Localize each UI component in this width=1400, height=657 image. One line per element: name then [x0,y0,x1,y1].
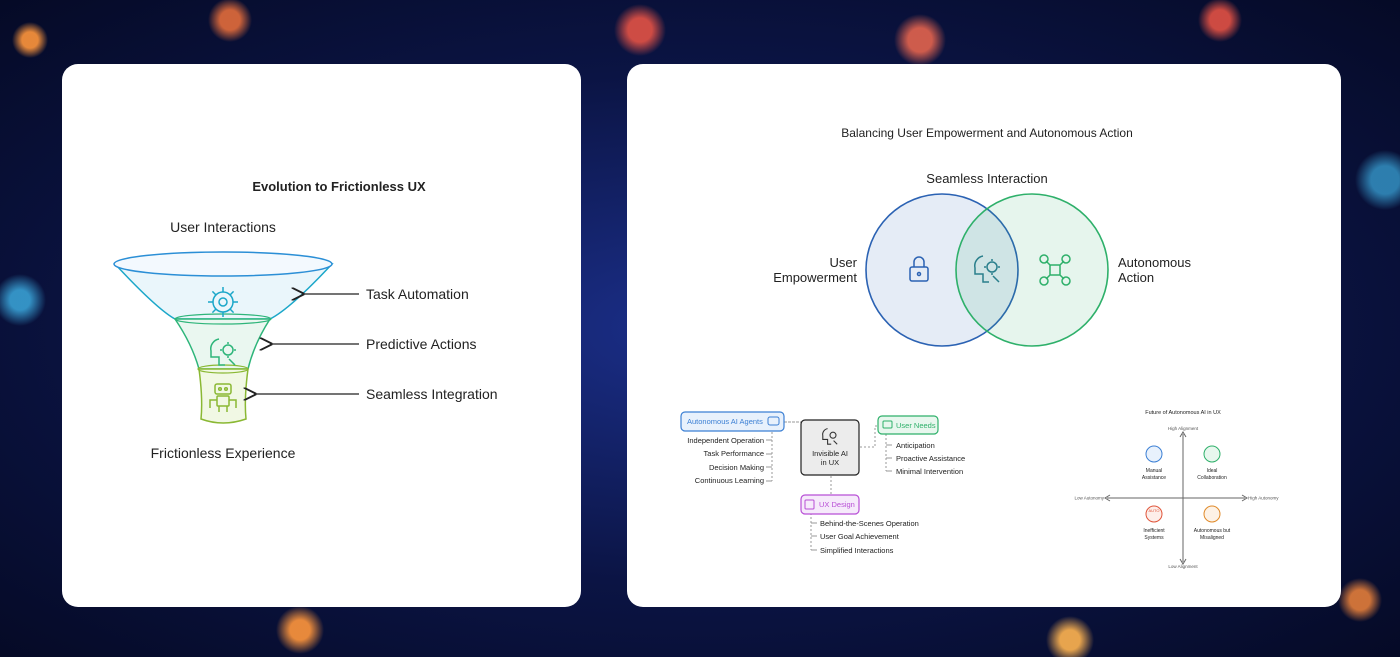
stage-label-predictive-actions: Predictive Actions [366,336,477,352]
auto-badge-text: AUTO [1148,508,1159,513]
venn-circle-right [955,193,1109,347]
funnel-rim [113,251,333,277]
mindmap-center-label-1: Invisible AI [812,449,848,458]
auto-badge-icon [1145,505,1163,523]
branch-title-user-needs: User Needs [896,421,936,430]
venn-title: Balancing User Empowerment and Autonomou… [841,126,1133,140]
venn-right-label-2: Action [1118,270,1154,285]
mindmap-center-node [800,419,860,476]
cell-label: Collaboration [1197,475,1227,481]
cell-label: Assistance [1142,475,1166,481]
tag-icon [882,420,893,429]
mindmap: Invisible AI in UX Autonomous AI Agents … [680,411,965,555]
branch-title-autonomous-ai-agents: Autonomous AI Agents [687,417,763,426]
venn-right-label-1: Autonomous [1118,255,1191,270]
drone-icon [1039,254,1071,286]
agent-item: Decision Making [709,463,764,472]
axis-bottom-label: Low Alignment [1168,564,1198,569]
quadrant-chart: Future of Autonomous AI in UX High Align… [1074,410,1279,569]
funnel-bottom-label: Frictionless Experience [151,445,296,461]
gear-icon [208,287,238,317]
design-item: User Goal Achievement [820,532,900,541]
venn-left-label-2: Empowerment [773,270,857,285]
axis-right-label: High Autonomy [1248,496,1279,501]
branch-autonomous-ai-agents [680,411,785,432]
funnel-top-label: User Interactions [170,219,276,235]
cell-label: Systems [1144,535,1164,541]
cell-label: Misaligned [1200,535,1224,541]
design-item: Behind-the-Scenes Operation [820,519,919,528]
venn-left-label-1: User [830,255,858,270]
user-gear-icon [822,428,838,445]
mindmap-center-label-2: in UX [821,458,839,467]
person-icon [1145,445,1163,463]
quadrant-title: Future of Autonomous AI in UX [1145,410,1221,416]
robot-icon [209,383,237,412]
cell-label: Autonomous but [1194,528,1231,534]
user-gear-icon [210,338,236,366]
funnel-card: Evolution to Frictionless UX User Intera… [62,64,581,607]
drone-icon [1203,505,1221,523]
agent-item: Independent Operation [687,436,764,445]
stage-label-seamless-integration: Seamless Integration [366,386,498,402]
design-icon [804,499,815,510]
cell-label: Ideal [1207,468,1218,474]
funnel-stage-2 [173,318,272,370]
user-gear-icon [974,255,1000,283]
venn-circle-left [865,193,1019,347]
axis-left-label: Low Autonomy [1074,496,1104,501]
cell-label: Inefficient [1143,528,1165,534]
branch-user-needs [877,415,939,435]
needs-item: Proactive Assistance [896,454,965,463]
cell-label: Manual [1146,468,1162,474]
chat-icon [767,416,780,426]
stage-label-task-automation: Task Automation [366,286,469,302]
needs-item: Anticipation [896,441,935,450]
axis-top-label: High Alignment [1168,426,1199,431]
branch-ux-design [800,494,860,515]
lock-icon [909,256,929,282]
right-card: Balancing User Empowerment and Autonomou… [627,64,1341,607]
agent-item: Continuous Learning [695,476,764,485]
right-diagrams: Balancing User Empowerment and Autonomou… [680,126,1279,569]
funnel-title: Evolution to Frictionless UX [252,179,426,194]
person-icon [1203,445,1221,463]
design-item: Simplified Interactions [820,546,894,555]
branch-title-ux-design: UX Design [819,500,855,509]
funnel-diagram: Evolution to Frictionless UX User Intera… [113,179,498,461]
funnel-shape [113,251,334,424]
needs-item: Minimal Intervention [896,467,963,476]
venn-intersection-label: Seamless Interaction [926,171,1047,186]
agent-item: Task Performance [704,449,764,458]
